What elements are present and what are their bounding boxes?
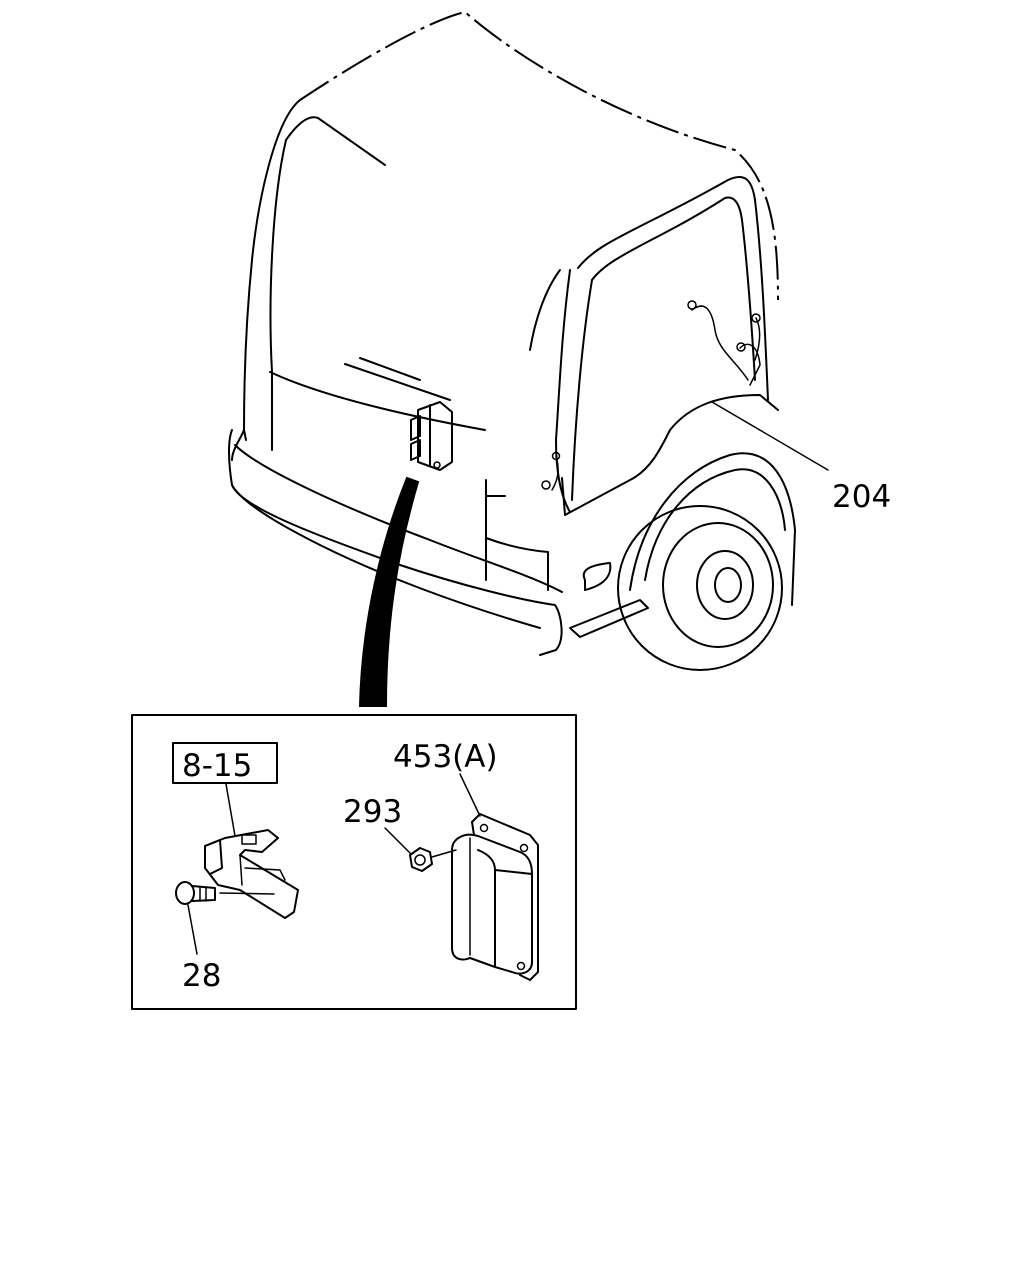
callout-28: 28 [182,958,221,994]
mounting-bracket [204,829,299,919]
callout-204: 204 [832,479,891,515]
callout-293: 293 [343,794,402,830]
callout-453a: 453(A) [393,739,498,775]
wiring-harness [541,300,761,491]
detail-box [131,714,577,1010]
leader-line-293 [384,827,411,854]
leader-line-204 [711,401,829,471]
detail-pointer [358,476,420,707]
truck-cab [231,10,796,638]
nut-293 [409,847,457,872]
leader-line-453a [459,773,481,817]
reference-box [172,742,278,784]
mounted-controller [410,401,453,471]
rear-bumper [228,429,563,656]
callout-8-15: 8-15 [182,748,252,784]
controller-unit-453a [451,813,539,981]
leader-line-28 [187,904,198,955]
leader-line-8-15 [225,783,236,837]
bolt-28 [175,881,275,905]
rear-wheel [617,505,783,671]
